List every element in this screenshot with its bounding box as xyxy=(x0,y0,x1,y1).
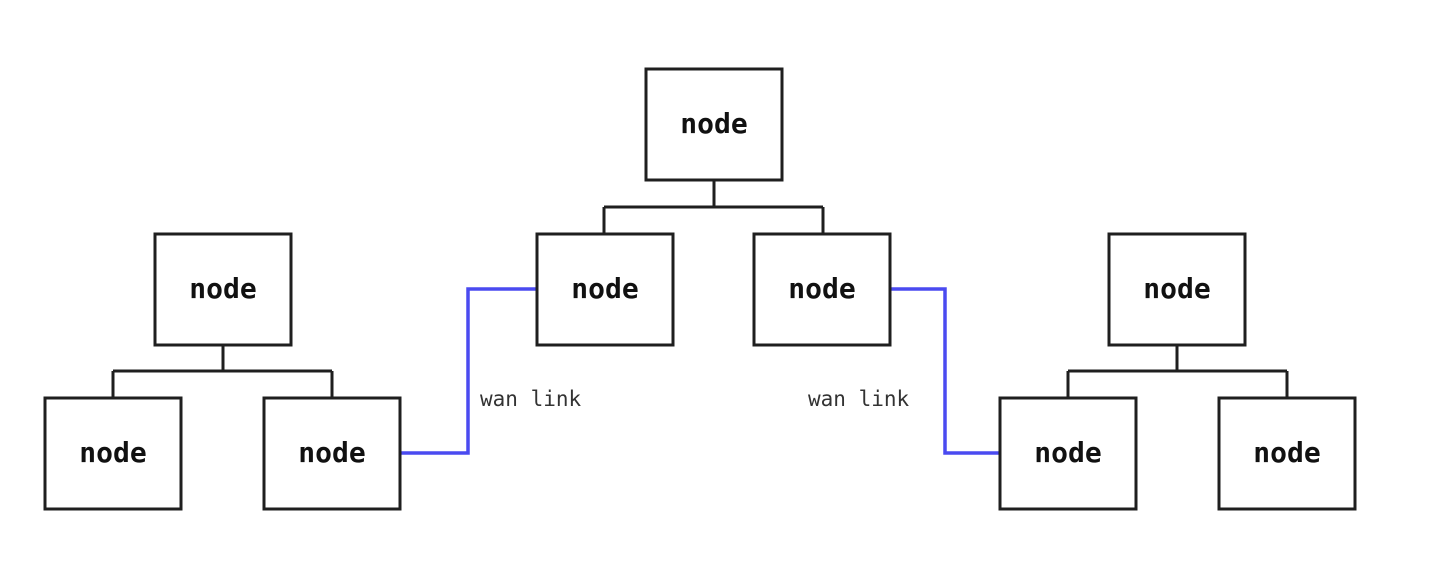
node-left-parent-label: node xyxy=(189,272,256,305)
node-right-child-a-label: node xyxy=(1034,436,1101,469)
node-core-right: node xyxy=(752,232,892,347)
node-right-parent-label: node xyxy=(1143,272,1210,305)
wan-link-left-line xyxy=(401,287,537,455)
node-left-child-b-label: node xyxy=(298,436,365,469)
node-left-parent: node xyxy=(153,232,293,347)
node-right-child-a: node xyxy=(998,396,1138,511)
edge-root-to-core xyxy=(602,180,825,234)
node-right-child-b-label: node xyxy=(1253,436,1320,469)
node-right-parent: node xyxy=(1107,232,1247,347)
wan-link-right-label: wan link xyxy=(808,387,910,411)
wan-link-right-line xyxy=(890,287,1000,455)
node-core-left: node xyxy=(535,232,675,347)
node-root-label: node xyxy=(680,107,747,140)
edge-left-parent-to-children xyxy=(111,345,334,398)
node-right-child-b: node xyxy=(1217,396,1357,511)
node-core-right-label: node xyxy=(788,272,855,305)
node-left-child-b: node xyxy=(262,396,402,511)
node-left-child-a-label: node xyxy=(79,436,146,469)
node-root: node xyxy=(644,67,784,182)
node-core-left-label: node xyxy=(571,272,638,305)
edge-right-parent-to-children xyxy=(1066,345,1289,398)
node-left-child-a: node xyxy=(43,396,183,511)
wan-link-left-label: wan link xyxy=(480,387,582,411)
